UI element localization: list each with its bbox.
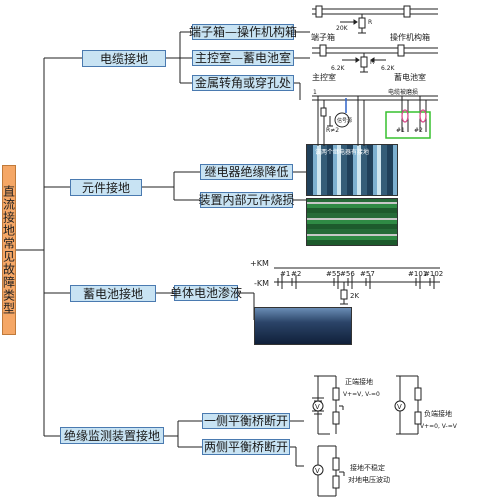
control-right-label: 蓄电池室 — [394, 72, 426, 82]
sub-both-side-bridge-open[interactable]: 两侧平衡桥断开 — [202, 439, 290, 455]
voltmeter-icon — [312, 464, 324, 476]
battery-cell-102: #102 — [424, 270, 443, 278]
sub-cell-leakage[interactable]: 单体电池渗液 — [170, 285, 243, 301]
battery-cell-57: #57 — [360, 270, 375, 278]
neg-ground-formula: V+=0, V-=V — [420, 423, 458, 430]
sub-terminal-to-mechanism[interactable]: 端子箱—操作机构箱 — [189, 24, 298, 40]
battery-cell-2: #2 — [291, 270, 301, 278]
root-title: 直流接地常见故障类型 — [2, 165, 16, 335]
terminal-resistor: R — [368, 19, 372, 26]
corner-meter-label: 信号源 — [337, 117, 352, 124]
unstable-line-1: 接地不稳定 — [350, 463, 385, 472]
voltmeter-icon — [394, 400, 406, 412]
battery-neg-label: -KM — [254, 279, 269, 288]
control-right-value: 6.2K — [381, 65, 396, 72]
pos-ground-title: 正端接地 — [345, 377, 373, 386]
relay-photo: 该两个继电器有接地 — [306, 144, 398, 196]
sub-metal-corner[interactable]: 金属转角或穿孔处 — [192, 75, 294, 91]
category-cable-ground[interactable]: 电缆接地 — [82, 50, 166, 67]
category-battery-ground[interactable]: 蓄电池接地 — [70, 285, 156, 302]
corner-ct1: #1 — [396, 127, 405, 134]
sub-relay-insulation[interactable]: 继电器绝缘降低 — [200, 164, 293, 180]
battery-diagram — [274, 267, 440, 305]
battery-pos-label: +KM — [250, 259, 269, 268]
control-left-value: 6.2K — [331, 65, 346, 72]
sub-control-to-battery-room[interactable]: 主控室—蓄电池室 — [192, 50, 294, 66]
meter-label-1: V — [315, 403, 320, 411]
neg-ground-title: 负端接地 — [424, 409, 452, 418]
meter-label-3: V — [315, 467, 320, 475]
corner-ct2: #2 — [414, 127, 423, 134]
meter-label-2: V — [397, 403, 402, 411]
control-diagram — [312, 44, 438, 73]
unstable-line-2: 对地电压波动 — [348, 475, 390, 484]
relay-photo-caption: 该两个继电器有接地 — [315, 149, 370, 156]
battery-cell-55: #55 — [326, 270, 341, 278]
category-component-ground[interactable]: 元件接地 — [70, 179, 142, 196]
terminal-diagram — [312, 5, 438, 34]
control-resistor: R — [370, 59, 374, 66]
voltmeter-icon — [312, 400, 324, 412]
control-left-label: 主控室 — [312, 72, 336, 82]
battery-cell-56: #56 — [340, 270, 355, 278]
corner-diagram — [312, 95, 438, 146]
battery-cell-1: #1 — [280, 270, 290, 278]
category-insulation-monitor-ground[interactable]: 绝缘监测装置接地 — [60, 427, 164, 444]
terminal-left-label: 端子箱 — [311, 32, 335, 42]
battery-leak-photo — [254, 307, 352, 345]
corner-terminal-mark: 1 — [313, 89, 317, 96]
battery-cell-101: #101 — [408, 270, 427, 278]
corner-damaged-label: 电缆被磨损 — [388, 88, 418, 96]
battery-resistor-value: 2K — [350, 292, 359, 300]
corner-resistor-label: R≠2 — [326, 127, 339, 134]
pos-ground-formula: V+=V, V-=0 — [343, 391, 380, 398]
sub-internal-burn[interactable]: 装置内部元件烧损 — [198, 192, 295, 208]
terminal-value: 20K — [336, 25, 349, 32]
terminal-right-label: 操作机构箱 — [390, 32, 430, 42]
sub-one-side-bridge-open[interactable]: 一侧平衡桥断开 — [202, 413, 290, 429]
circuit-board-photo — [306, 198, 398, 246]
